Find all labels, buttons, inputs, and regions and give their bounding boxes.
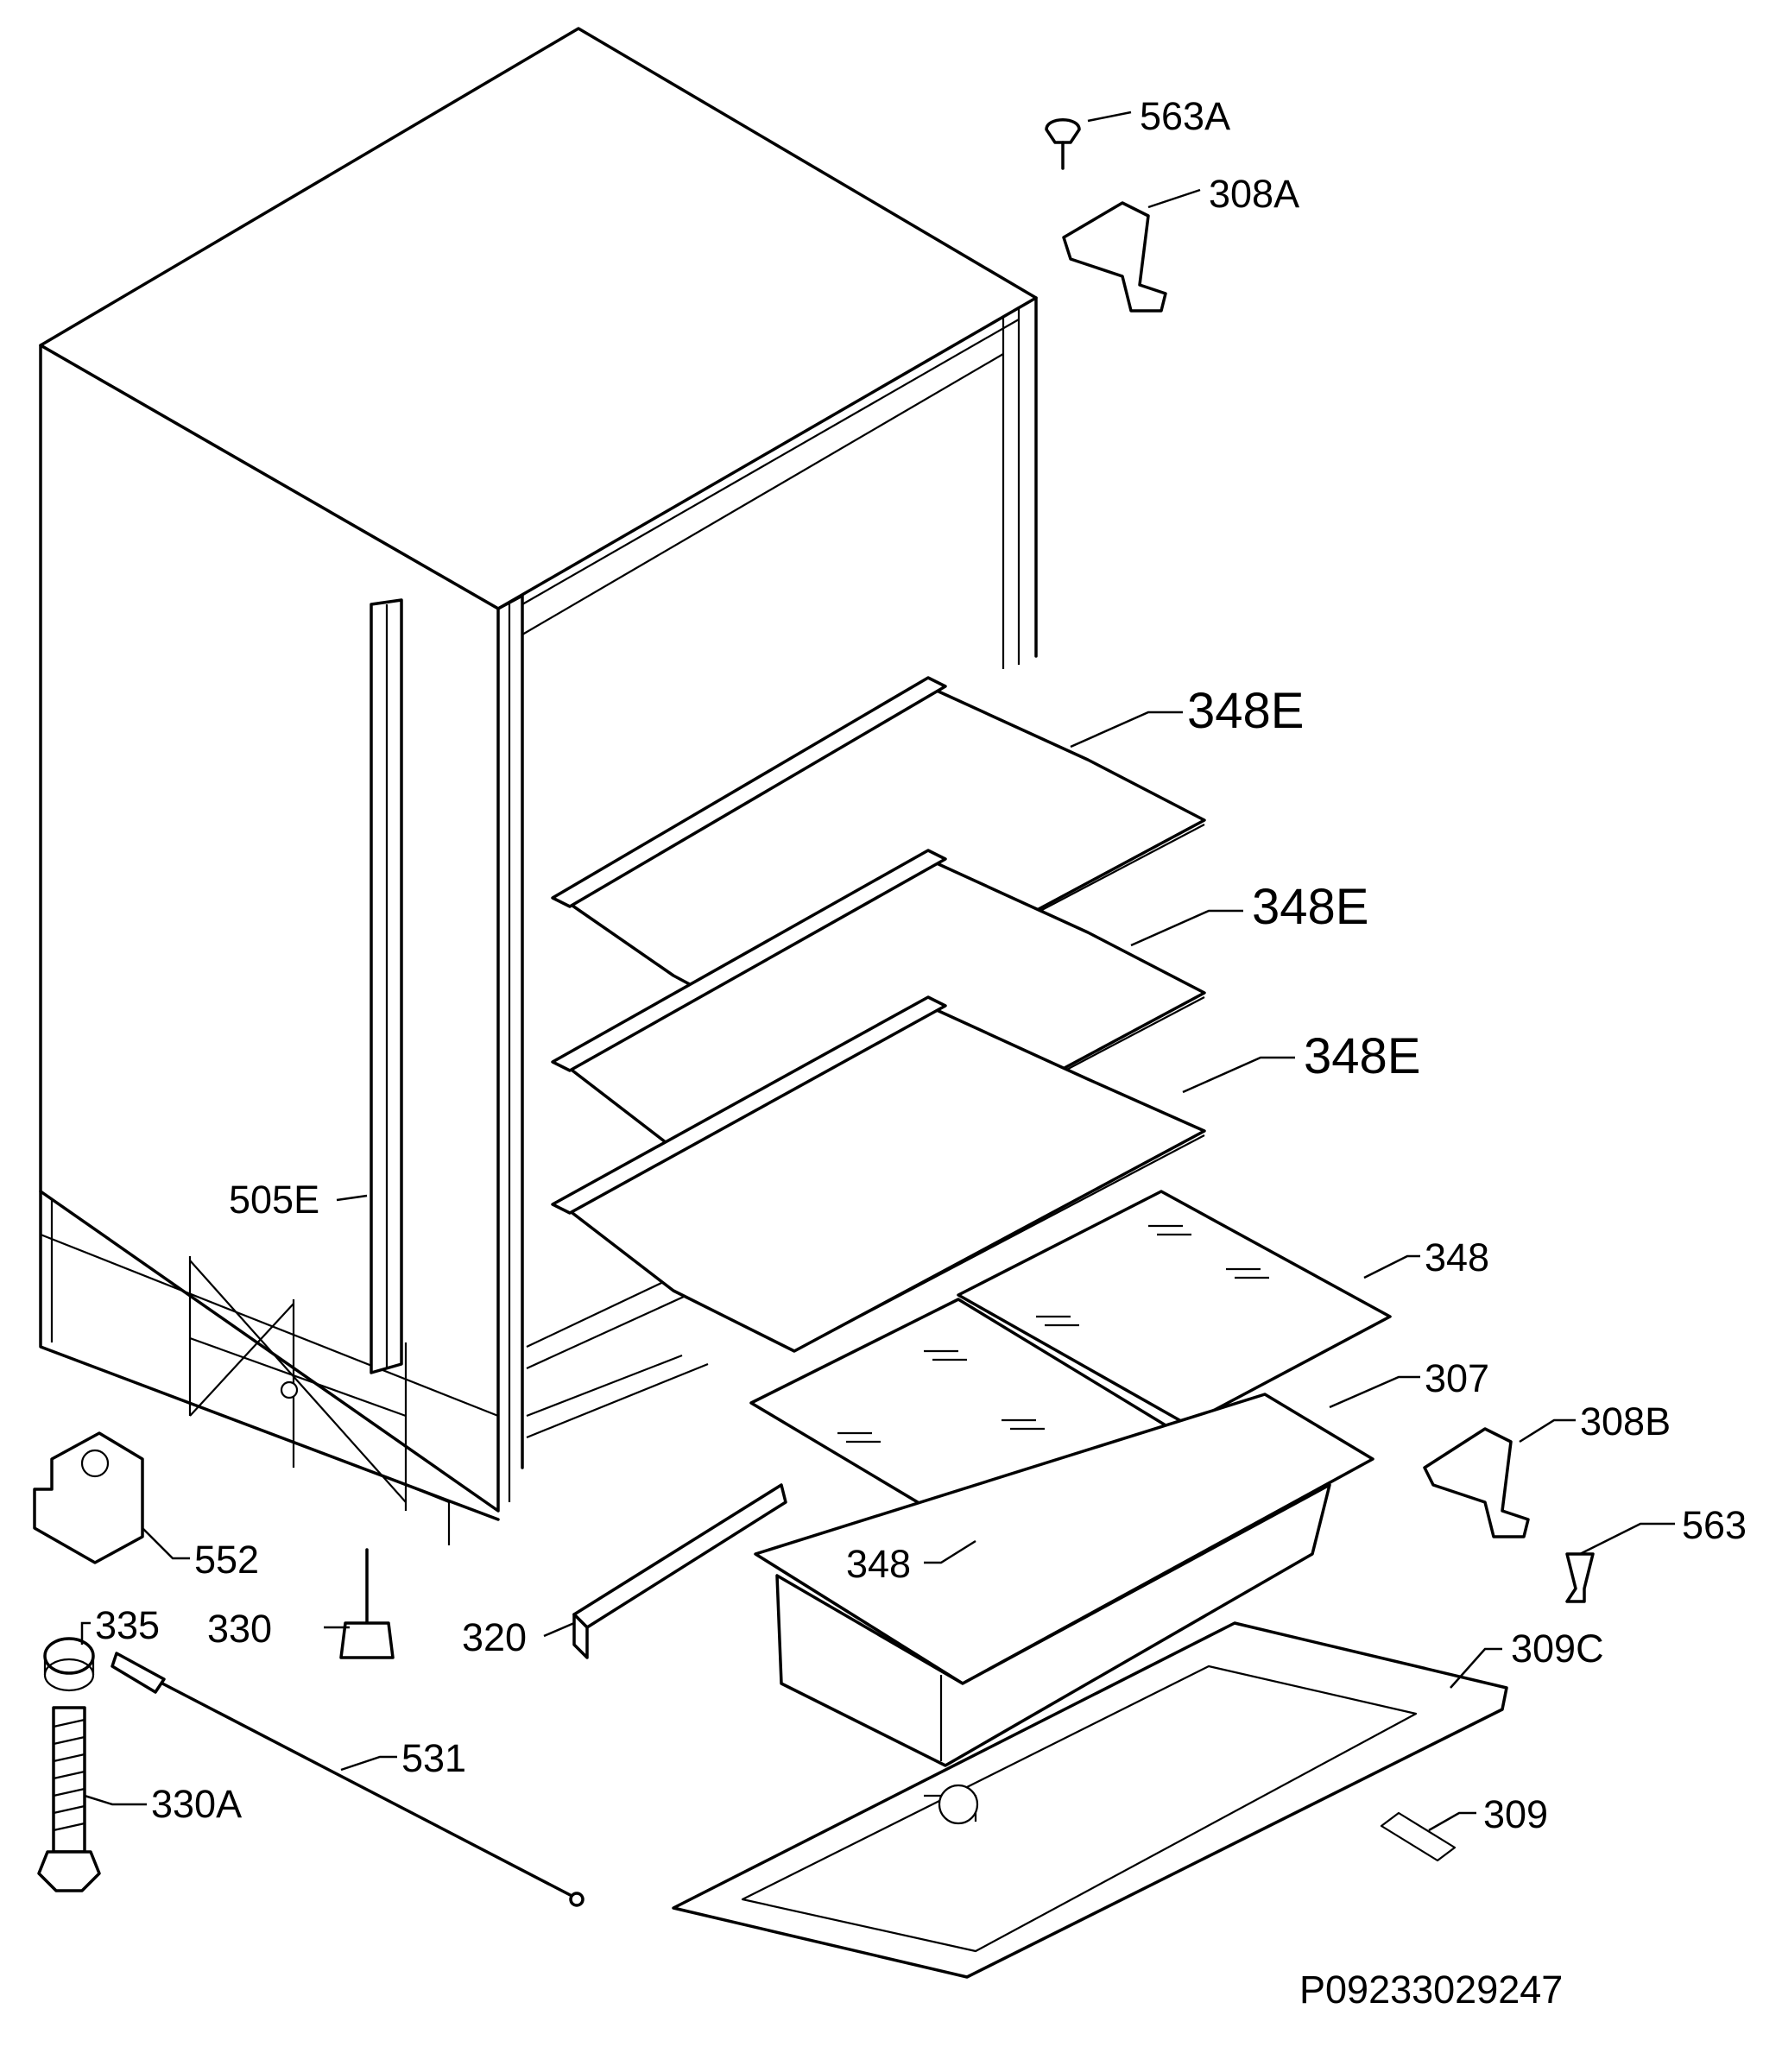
label-552: 552 xyxy=(194,1538,259,1582)
label-309 xyxy=(1380,1811,1457,1862)
diagram-code: P09233029247 xyxy=(1299,1968,1563,2012)
cabinet xyxy=(39,27,1038,1545)
part-labels: 563A 308A 348E 348E 348E 505E 348 307 30… xyxy=(95,94,1747,2012)
label-348E-2: 348E xyxy=(1252,879,1368,935)
label-330A: 330A xyxy=(151,1782,242,1826)
label-320: 320 xyxy=(462,1615,527,1659)
screw-563 xyxy=(1565,1552,1595,1603)
shelf-348E-bottom xyxy=(551,995,1206,1353)
leveling-foot-330 xyxy=(339,1548,395,1659)
label-505E: 505E xyxy=(229,1178,319,1222)
leader-lines xyxy=(80,111,1675,1832)
glass-shelf-348-top xyxy=(957,1190,1392,1426)
label-348-top: 348 xyxy=(1425,1235,1489,1279)
label-330: 330 xyxy=(207,1607,272,1651)
label-308B: 308B xyxy=(1580,1399,1671,1443)
screw-563A xyxy=(1045,118,1081,170)
gear-335 xyxy=(43,1637,95,1692)
label-531: 531 xyxy=(401,1736,466,1780)
label-307: 307 xyxy=(1425,1356,1489,1400)
label-348E-1: 348E xyxy=(1187,683,1304,739)
label-309: 309 xyxy=(1483,1792,1548,1836)
rod-531 xyxy=(111,1652,585,1907)
leveling-screw-330A xyxy=(37,1706,101,1892)
label-335: 335 xyxy=(95,1603,160,1647)
label-563A: 563A xyxy=(1140,94,1230,138)
label-348-bottom: 348 xyxy=(846,1542,911,1586)
bracket-552 xyxy=(33,1431,144,1564)
crisper-drawer-307 xyxy=(754,1393,1374,1767)
label-348E-3: 348E xyxy=(1304,1028,1420,1084)
label-563: 563 xyxy=(1682,1503,1747,1547)
base-tray-309C xyxy=(672,1621,1508,1979)
hinge-308B xyxy=(1423,1427,1530,1538)
label-309C: 309C xyxy=(1511,1627,1604,1671)
hinge-308A xyxy=(1062,201,1167,313)
label-308A: 308A xyxy=(1209,172,1299,216)
strip-320 xyxy=(572,1483,787,1659)
